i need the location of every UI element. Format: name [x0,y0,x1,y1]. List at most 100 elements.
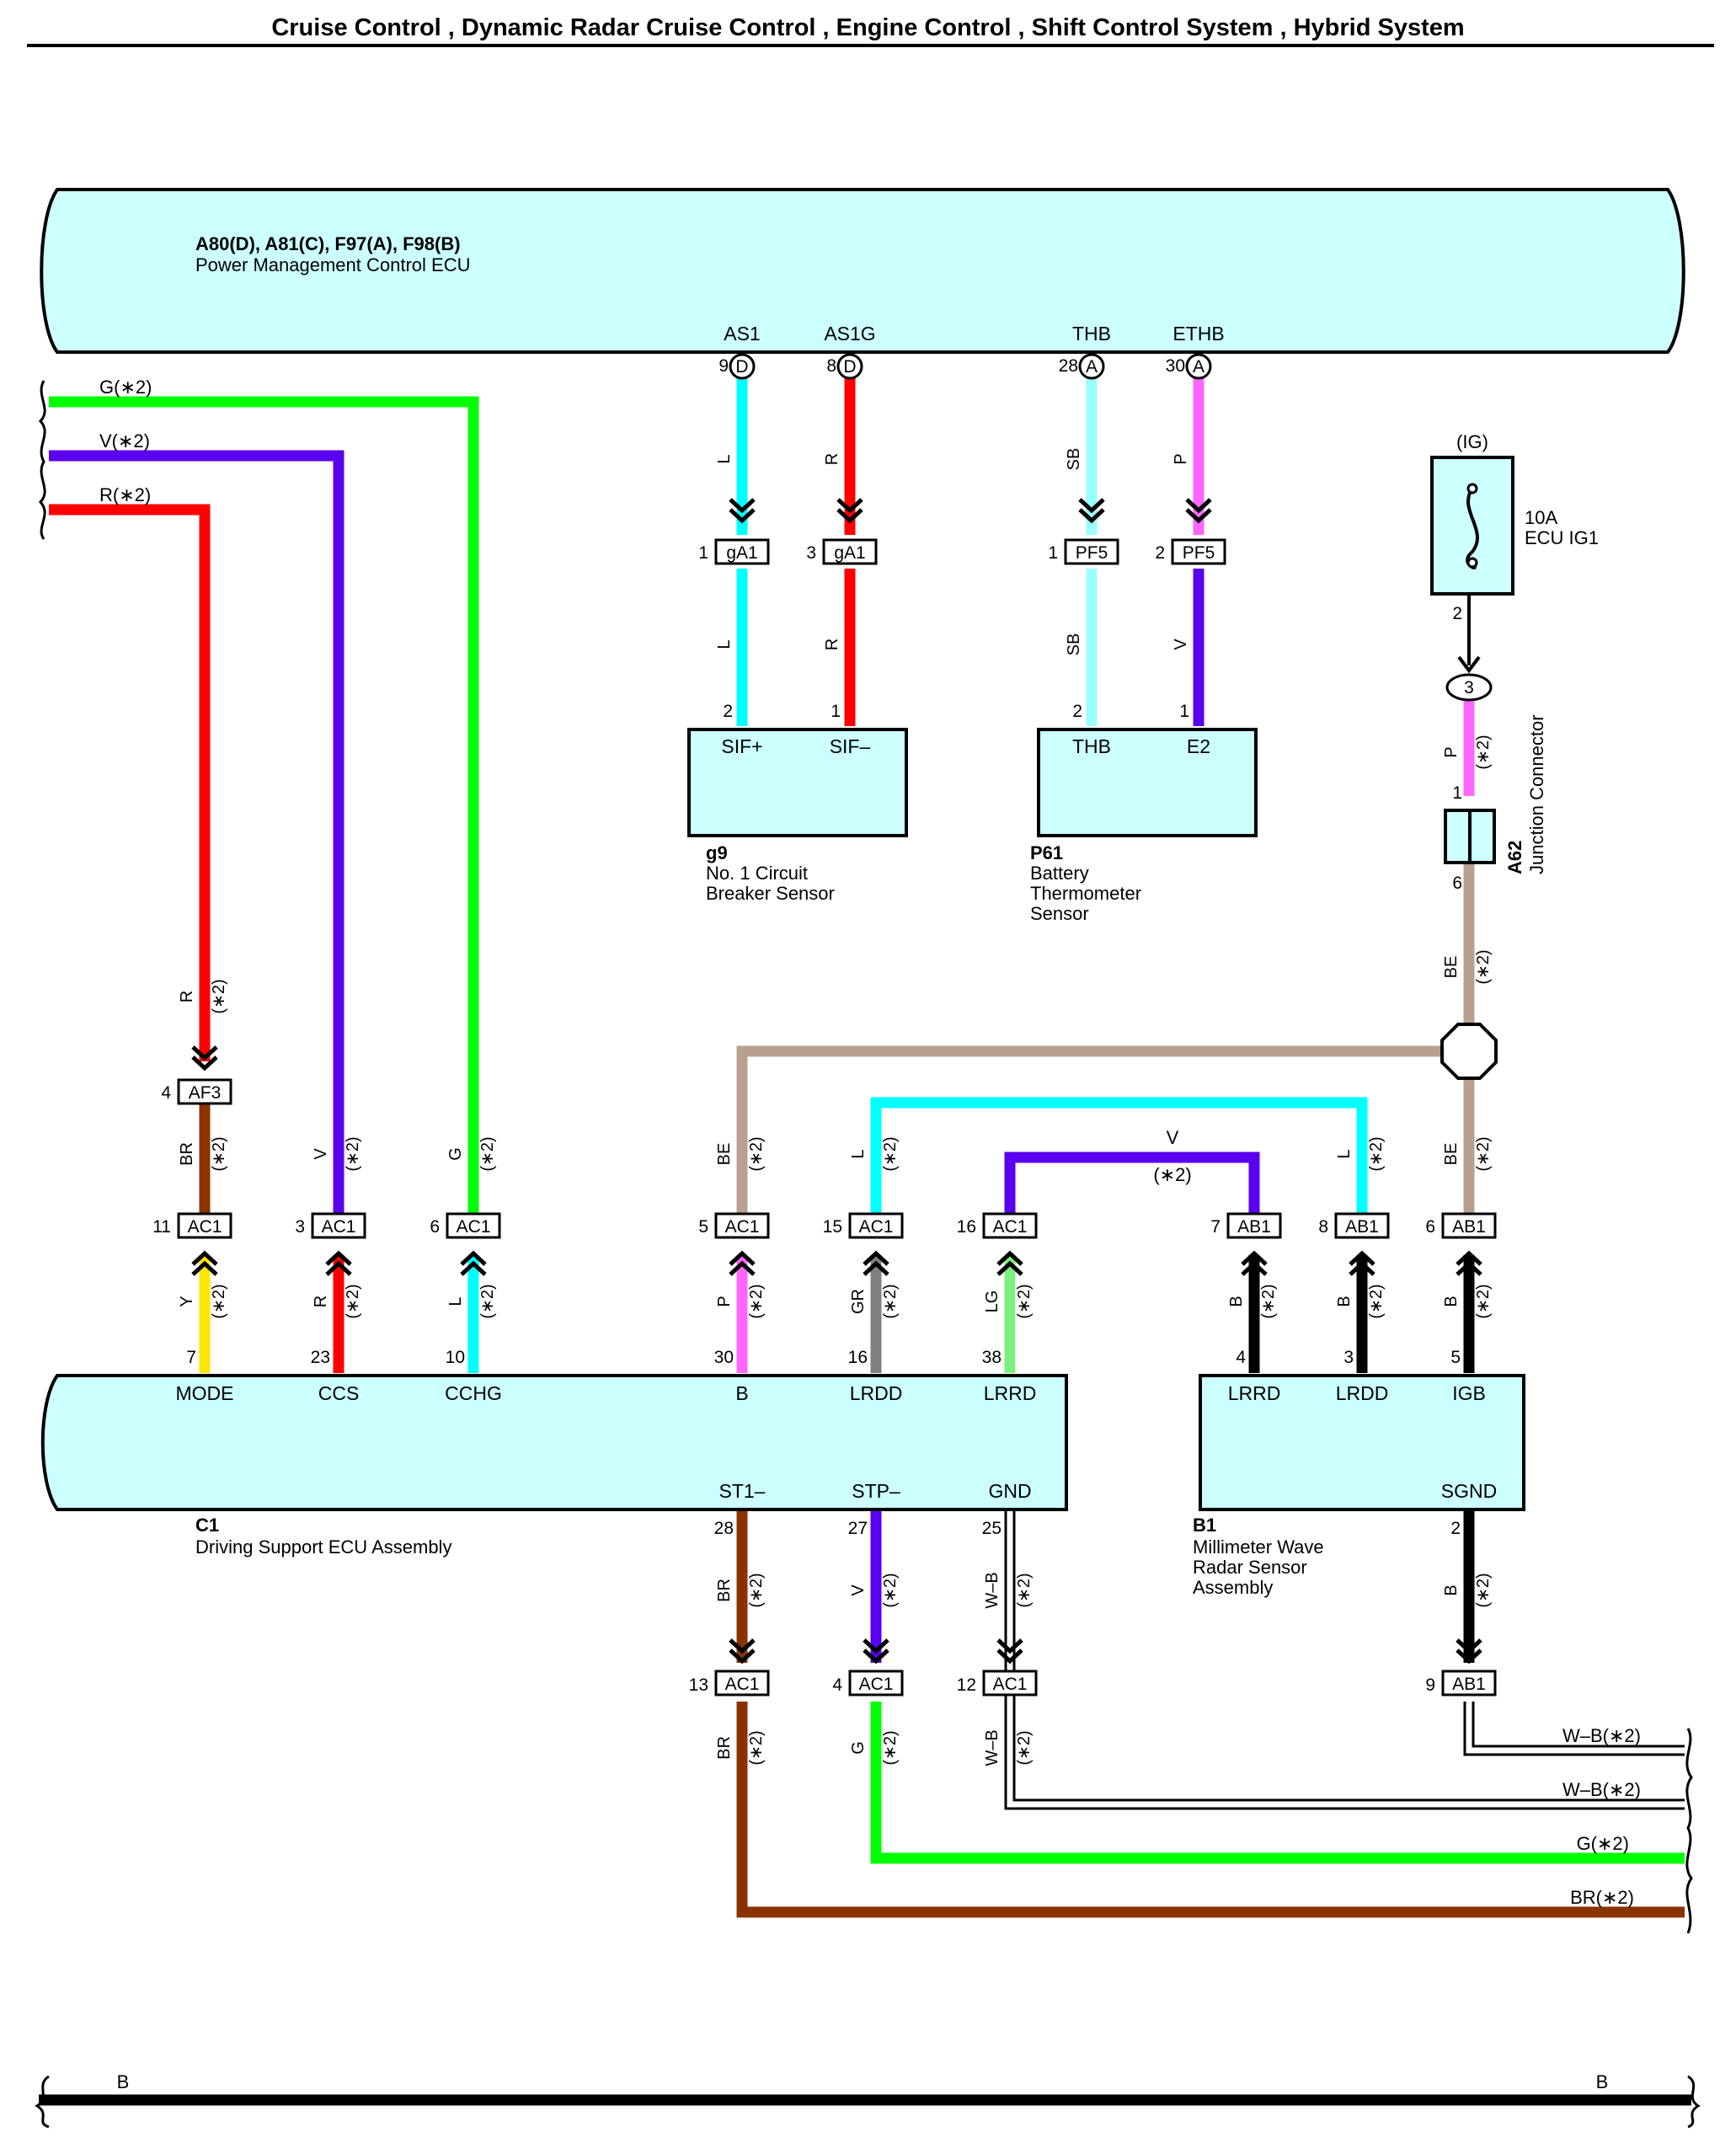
svg-text:9: 9 [718,356,729,376]
term-sif-plus: SIF+ [721,735,762,757]
wire-be-b [736,1045,1441,1215]
pmc-ecu-box [40,188,1685,354]
svg-text:7: 7 [1210,1217,1221,1237]
wire-note: (∗2) [210,979,228,1013]
connector-pf5-2: PF5 [1171,538,1226,565]
svg-text:11: 11 [152,1217,171,1237]
offpage-g-left: G(∗2) [99,377,152,398]
g9-code: g9 [706,842,728,863]
connector-ab1-9: AB1 [1441,1670,1497,1696]
svg-text:2: 2 [1072,702,1082,721]
wire-r-left [49,504,211,1061]
wire-color-code: P [1172,453,1190,464]
svg-text:10: 10 [446,1348,465,1367]
wire-color-code: L [715,454,734,463]
pmc-ecu-name: Power Management Control ECU [195,254,470,275]
c1-code: C1 [195,1515,219,1536]
connector-chevron [1185,498,1212,524]
wire-note: (∗2) [1474,949,1493,984]
p61-name-2: Thermometer [1030,883,1141,904]
svg-text:4: 4 [161,1083,171,1103]
a62-code: A62 [1504,841,1525,874]
ground-label-right: B [1596,2071,1609,2092]
wire-note: (∗2) [1367,1284,1386,1318]
svg-text:1: 1 [1452,783,1462,803]
wire-color-code: B [1442,1296,1461,1306]
wire-color-code: V [849,1584,868,1596]
wire-color-code: BE [1442,1143,1461,1166]
connector-chevron [863,1638,889,1664]
connector-ab1-6: AB1 [1441,1212,1497,1239]
svg-text:AC1: AC1 [725,1217,760,1237]
svg-text:16: 16 [848,1348,868,1367]
ground-break-left [35,2075,50,2129]
fuse-box [1430,456,1514,596]
g9-name-2: Breaker Sensor [706,883,835,904]
wire-note: (∗2) [881,1136,900,1171]
g9-box [687,728,908,837]
svg-text:AF3: AF3 [189,1083,222,1103]
wire-note: (∗2) [1015,1573,1034,1607]
svg-text:3: 3 [295,1217,305,1237]
svg-text:2: 2 [1452,604,1462,623]
wire-br-out [736,1702,1685,1918]
terminal-labels: AS1 AS1G THB ETHB SIF+ SIF– THB E2 MODE … [176,323,1498,1502]
connector-chevron [836,498,863,524]
svg-text:1: 1 [831,702,841,721]
c1-box [40,1374,1068,1511]
svg-text:1: 1 [1048,543,1058,563]
svg-text:23: 23 [311,1348,330,1367]
wire-color-code: L [849,1149,868,1158]
svg-text:2: 2 [1155,543,1165,563]
wire-color-code: R [823,453,841,465]
connector-ac1-13: AC1 [714,1670,770,1696]
connector-ga1-3: gA1 [822,538,878,565]
offpage-r-left: R(∗2) [99,484,151,505]
wire-color-code: G [849,1741,868,1755]
offpage-v-left: V(∗2) [99,430,150,452]
svg-text:AC1: AC1 [859,1675,894,1694]
svg-text:15: 15 [823,1217,842,1237]
wire-note: (∗2) [344,1136,362,1171]
term-lrrd: LRRD [984,1382,1037,1404]
p61-name-3: Sensor [1030,903,1089,924]
wire-color-code: W–B [983,1572,1002,1608]
b1-name-3: Assembly [1193,1577,1273,1598]
offpage-br-right: BR(∗2) [1570,1887,1634,1908]
wire-v-left [49,450,345,1215]
wire-note: (∗2) [1367,1136,1386,1171]
header-rule [27,44,1714,47]
connector-ab1-7: AB1 [1226,1212,1282,1239]
connector-ab1-8: AB1 [1334,1212,1390,1239]
connector-ac1-15: AC1 [848,1212,904,1239]
offpage-break-right [1685,1728,1693,1934]
pmc-pin-d-9: D [729,353,756,380]
term-e2: E2 [1187,735,1210,757]
wire-g-left [49,396,479,1215]
connector-chevron [729,1638,756,1664]
a62-name: Junction Connector [1526,714,1547,874]
wire-note: (∗2) [1474,1136,1493,1171]
svg-text:D: D [735,357,748,377]
wire-note: (∗2) [1015,1730,1034,1765]
wire-note: (∗2) [1015,1284,1034,1318]
svg-text:3: 3 [1343,1348,1354,1367]
wire-v-top-code: V [1167,1127,1179,1148]
svg-text:27: 27 [848,1519,868,1538]
wire-note: (∗2) [210,1136,228,1171]
wire-note: (∗2) [1259,1284,1278,1318]
connector-chevron [729,498,756,524]
wire-color-code: Y [178,1296,196,1306]
svg-text:6: 6 [430,1217,440,1237]
term-igb: IGB [1452,1382,1486,1404]
wire-note: (∗2) [881,1573,900,1607]
term-as1: AS1 [724,323,760,345]
connector-chevron [729,1250,756,1276]
svg-text:8: 8 [1318,1217,1328,1237]
p61-name-1: Battery [1030,863,1089,884]
wire-note: (∗2) [1474,735,1493,769]
b1-name-2: Radar Sensor [1193,1557,1307,1578]
ground-break-right [1687,2075,1701,2129]
connector-ac1-16: AC1 [982,1212,1038,1239]
